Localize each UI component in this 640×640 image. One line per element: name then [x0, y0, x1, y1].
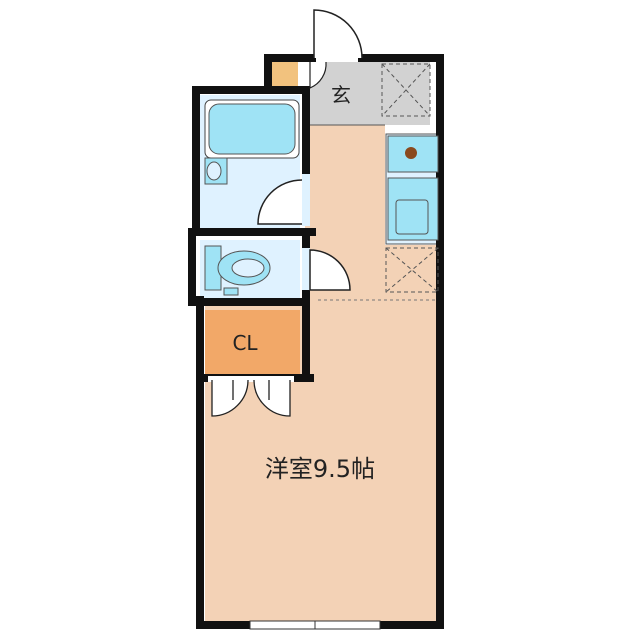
closet-doors[interactable]: [208, 376, 294, 417]
kitchen-lower-floor: [383, 245, 440, 310]
stove: [387, 135, 439, 173]
bathtub: [204, 99, 300, 159]
bath-door-gap: [302, 174, 310, 226]
entry-step: [272, 62, 298, 88]
refrigerator-space: [385, 247, 439, 293]
genkan-inner-door[interactable]: [309, 61, 327, 89]
closet-label: CL: [232, 331, 258, 355]
entrance-door[interactable]: [313, 9, 363, 59]
toilet-door[interactable]: [309, 249, 351, 291]
genkan-floor: [310, 62, 430, 125]
bathroom-door[interactable]: [257, 179, 303, 225]
closet-floor: [205, 310, 300, 375]
shoe-cabinet: [381, 63, 431, 117]
kitchen-sink: [387, 177, 439, 241]
burner-icon: [405, 147, 417, 159]
washbasin: [204, 157, 228, 185]
toilet: [204, 245, 271, 296]
main-room-label: 洋室9.5帖: [265, 455, 375, 483]
toilet-door-gap: [302, 248, 310, 290]
genkan-label: 玄: [331, 83, 351, 107]
